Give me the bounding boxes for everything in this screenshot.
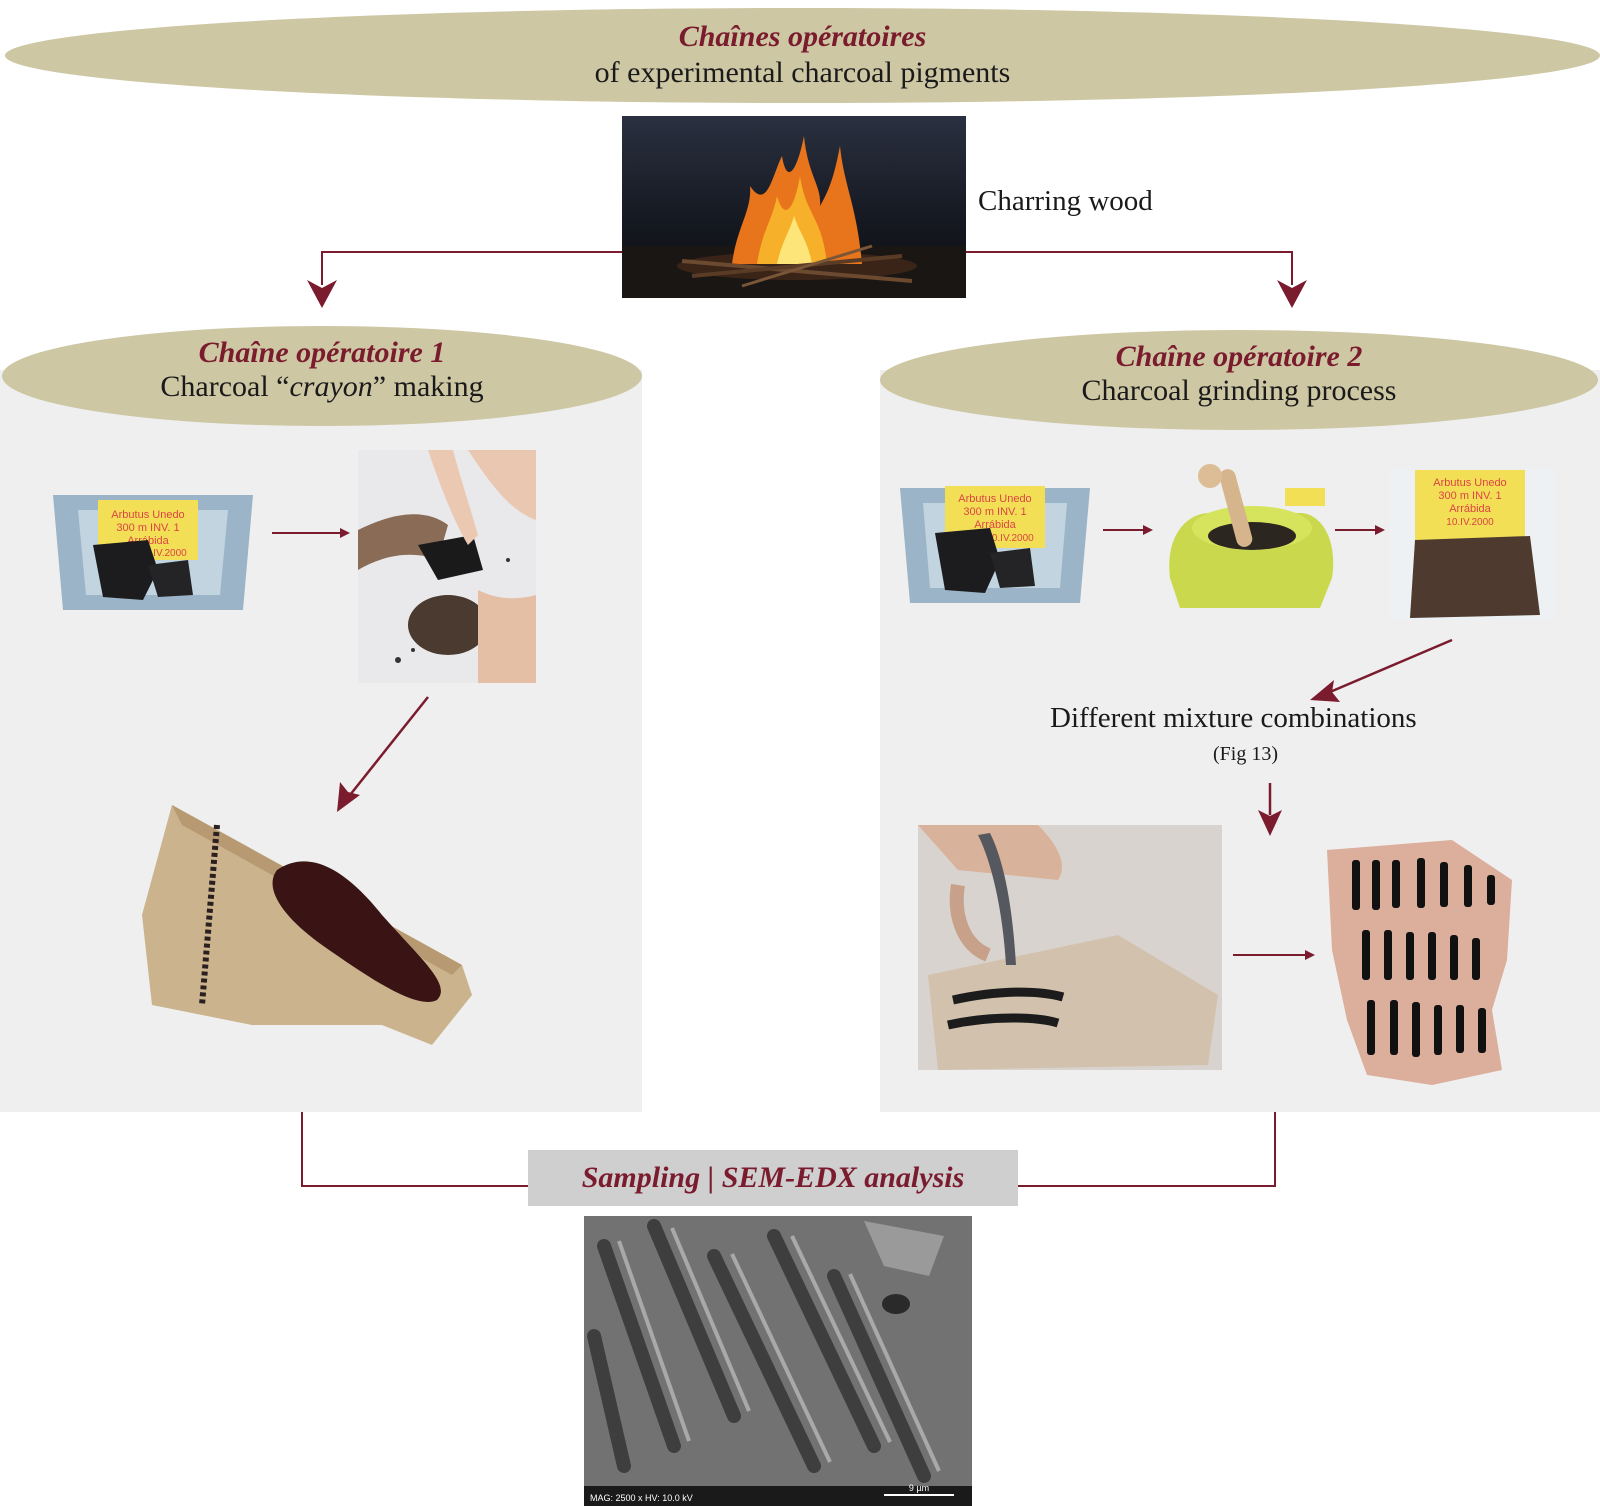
chain1-hands-photo <box>358 450 536 683</box>
chain2-to-analysis-line <box>1018 1112 1276 1187</box>
analysis-label: Sampling | SEM-EDX analysis <box>581 1161 965 1194</box>
fire-to-chain2-arrow <box>966 251 1307 308</box>
chain1-to-analysis-line <box>301 1112 528 1187</box>
tray-illustration: Arbutus Unedo 300 m INV. 1 Arrábida 10.I… <box>53 495 253 610</box>
arrow-to-mixture <box>1310 638 1453 702</box>
mortar-illustration <box>1169 464 1334 608</box>
hands-illustration <box>358 450 536 683</box>
feather-illustration <box>918 825 1218 1070</box>
chain2-title: Chaîne opératoire 2 <box>1115 340 1363 373</box>
mixture-ref: (Fig 13) <box>1213 743 1278 765</box>
chain2-subtitle: Charcoal grinding process <box>1081 374 1397 407</box>
arrow-chain1-down <box>337 696 429 812</box>
tray-label-line1: Arbutus Unedo <box>111 509 184 521</box>
chain1-subtitle-em: crayon <box>289 370 373 403</box>
header-ellipse: Chaînes opératoires of experimental char… <box>5 8 1600 103</box>
powder-label-line2: 300 m INV. 1 <box>1438 490 1501 502</box>
powder-illustration: Arbutus Unedo 300 m INV. 1 Arrábida 10.I… <box>1410 470 1540 618</box>
fire-to-chain1-arrow <box>307 251 622 308</box>
sherd-illustration <box>1327 840 1512 1085</box>
tray2-label-line3: Arrábida <box>974 519 1016 531</box>
tray2-illustration: Arbutus Unedo 300 m INV. 1 Arrábida 10.I… <box>900 486 1090 603</box>
sem-caption: MAG: 2500 x HV: 10.0 kV <box>590 1493 693 1503</box>
fire-illustration <box>622 136 966 298</box>
chain2-ellipse: Chaîne opératoire 2 Charcoal grinding pr… <box>880 330 1598 430</box>
chain1-ellipse: Chaîne opératoire 1 Charcoal “crayon” ma… <box>2 326 642 426</box>
header-subtitle: of experimental charcoal pigments <box>594 56 1011 89</box>
chain2-mortar-photo <box>1160 458 1342 623</box>
mixture-label: Different mixture combinations <box>1050 702 1417 734</box>
powder-label-line4: 10.IV.2000 <box>1446 517 1494 528</box>
tray-label-line4: 10.IV.2000 <box>139 548 187 559</box>
chain1-title: Chaîne opératoire 1 <box>198 336 446 369</box>
tray2-label-line4: 10.IV.2000 <box>986 533 1034 544</box>
tray2-label-line2: 300 m INV. 1 <box>963 506 1026 518</box>
chain1-subtitle-pre: Charcoal “ <box>160 370 290 403</box>
chain1-stone-photo <box>132 795 492 1055</box>
analysis-bar: Sampling | SEM-EDX analysis <box>528 1150 1018 1206</box>
chain2-sherd-photo <box>1322 840 1522 1085</box>
arrow-mixture-down <box>1258 783 1282 836</box>
sem-photo: MAG: 2500 x HV: 10.0 kV 9 µm <box>584 1216 972 1506</box>
charring-label: Charring wood <box>978 185 1153 217</box>
fire-photo <box>622 116 966 298</box>
stone-illustration <box>142 805 472 1045</box>
header-title: Chaînes opératoires <box>678 20 927 53</box>
chain2-powder-photo: Arbutus Unedo 300 m INV. 1 Arrábida 10.I… <box>1390 470 1555 620</box>
sem-scale: 9 µm <box>909 1483 929 1493</box>
chain2-feather-photo <box>918 825 1222 1070</box>
chain1-subtitle-post: ” making <box>372 370 484 403</box>
chain1-tray-photo: Arbutus Unedo 300 m INV. 1 Arrábida 10.I… <box>48 485 258 620</box>
powder-label-line3: Arrábida <box>1449 503 1491 515</box>
powder-label-line1: Arbutus Unedo <box>1433 477 1506 489</box>
tray-label-line2: 300 m INV. 1 <box>116 522 179 534</box>
sem-illustration: MAG: 2500 x HV: 10.0 kV 9 µm <box>584 1216 972 1506</box>
chain1-subtitle: Charcoal “crayon” making <box>2 370 642 404</box>
tray2-label-line1: Arbutus Unedo <box>958 493 1031 505</box>
chain2-tray-photo: Arbutus Unedo 300 m INV. 1 Arrábida 10.I… <box>895 478 1095 613</box>
